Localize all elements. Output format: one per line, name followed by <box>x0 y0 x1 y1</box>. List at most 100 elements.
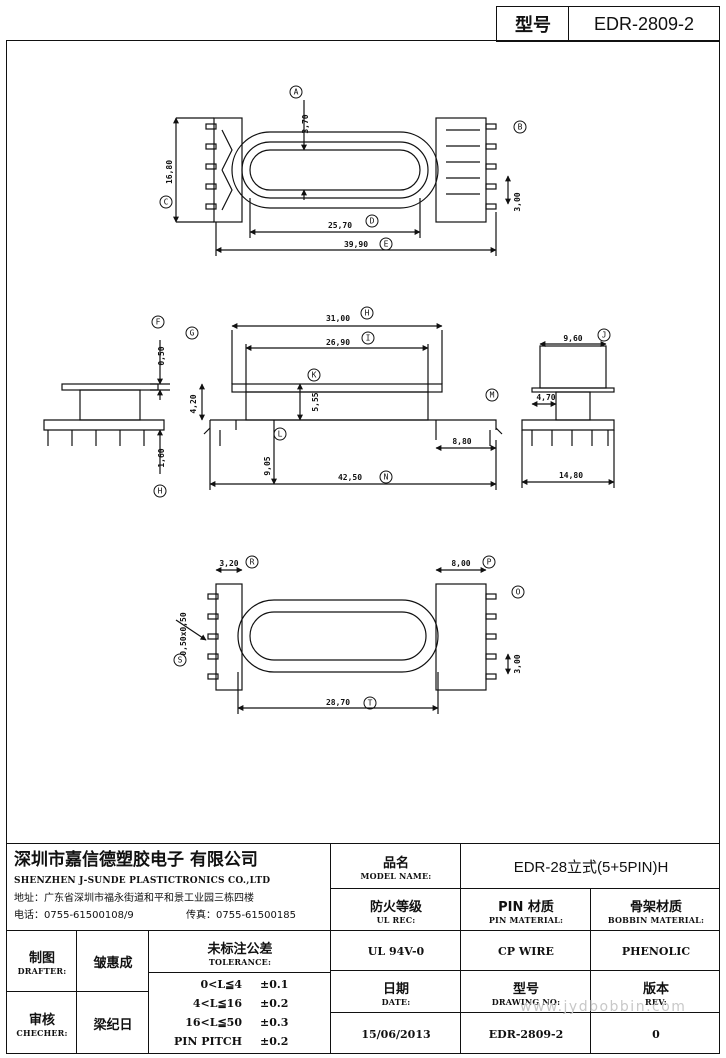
date-label: 日期 DATE: <box>332 972 460 1012</box>
callout-k: K <box>312 371 317 380</box>
rev-label-en: REV: <box>645 996 667 1007</box>
tolerance-label-en: TOLERANCE: <box>208 956 272 967</box>
checker-label: 审核 CHECHER: <box>8 993 76 1053</box>
pin-material-label: PIN 材质 PIN MATERIAL: <box>462 890 590 930</box>
drawing-no-value: EDR-2809-2 <box>488 1027 564 1041</box>
date-value: 15/06/2013 <box>361 1027 431 1041</box>
date-label-en: DATE: <box>381 996 411 1007</box>
technical-drawing: A B C D E F G H I J K L M N O P R S T H … <box>43 85 615 714</box>
dim-n: 42,50 <box>338 473 362 482</box>
title-block-line-6 <box>330 1012 720 1013</box>
header-value: EDR-2809-2 <box>593 13 695 34</box>
callout-i: I <box>366 334 371 343</box>
tolerance-table: 0<L≦4 ±0.1 4<L≦16 ±0.2 16<L≦50 ±0.3 PIN … <box>150 976 330 1052</box>
date-label-cn: 日期 <box>382 981 409 997</box>
ul-rec-label-en: UL REC: <box>376 914 416 925</box>
dim-g: 4,20 <box>189 394 198 413</box>
title-block-vline-1 <box>330 843 331 1054</box>
header-box <box>496 6 720 42</box>
tolerance-value: ±0.1 <box>260 978 289 991</box>
dim-m: 8,80 <box>452 437 471 446</box>
callout-n: N <box>384 473 389 482</box>
dim-l: 9,05 <box>263 456 272 475</box>
tolerance-range: 16<L≦50 <box>185 1016 242 1029</box>
drawing-no-label-cn: 型号 <box>512 981 539 997</box>
pin-material-value: CP WIRE <box>498 944 554 958</box>
title-block-line-3 <box>6 930 720 931</box>
callout-g: G <box>190 329 195 338</box>
checker-label-cn: 审核 <box>28 1012 55 1028</box>
bobbin-material-label-cn: 骨架材质 <box>629 899 682 915</box>
model-name-label-cn: 品名 <box>382 855 409 871</box>
title-block-vline-4 <box>76 930 77 1054</box>
tolerance-row: 0<L≦4 ±0.1 <box>150 976 330 995</box>
dim-i: 26,90 <box>326 338 350 347</box>
callout-e: E <box>384 240 389 249</box>
company-name-cn: 深圳市嘉信德塑胶电子 有限公司 <box>14 850 258 870</box>
title-block-top-line <box>6 843 720 844</box>
title-block-line-4 <box>330 970 720 971</box>
drawing-no-label: 型号 DRAWING NO: <box>462 972 590 1012</box>
callout-j: J <box>602 331 607 340</box>
callout-h2: H <box>158 487 163 496</box>
callout-c: C <box>164 198 169 207</box>
dim-jw: 14,80 <box>559 471 583 480</box>
title-block-line-2 <box>330 888 720 889</box>
callout-r: R <box>250 558 255 567</box>
tolerance-value: ±0.2 <box>260 997 289 1010</box>
dim-d: 25,70 <box>328 221 352 230</box>
callout-h: H <box>365 309 370 318</box>
callout-b: B <box>518 123 523 132</box>
company-fax: 传真：0755-61500185 <box>186 910 296 921</box>
callout-f: F <box>156 318 161 327</box>
dim-p: 8,00 <box>451 559 470 568</box>
tolerance-row: 16<L≦50 ±0.3 <box>150 1014 330 1033</box>
dim-f: 0,50 <box>157 346 166 365</box>
title-block-line-7 <box>148 972 330 973</box>
dim-a: 3,70 <box>301 114 310 133</box>
dim-r: 3,20 <box>219 559 238 568</box>
tolerance-range: 0<L≦4 <box>200 978 242 991</box>
bobbin-material-value: PHENOLIC <box>621 944 691 958</box>
watermark: www.jydbobbin.com <box>520 999 687 1015</box>
bobbin-material-label: 骨架材质 BOBBIN MATERIAL: <box>592 890 720 930</box>
rev-label: 版本 REV: <box>592 972 720 1012</box>
model-name-value: EDR-28立式(5+5PIN)H <box>513 858 669 876</box>
tolerance-value: ±0.3 <box>260 1016 289 1029</box>
tolerance-row: PIN PITCH ±0.2 <box>150 1033 330 1052</box>
dim-jo: 4,70 <box>536 393 555 402</box>
checker-value: 梁纪日 <box>93 1017 133 1033</box>
title-block-vline-2 <box>460 843 461 1054</box>
callout-d: D <box>370 217 375 226</box>
tolerance-row: 4<L≦16 ±0.2 <box>150 995 330 1014</box>
dim-b: 3,00 <box>513 192 522 211</box>
dim-e: 39,90 <box>344 240 368 249</box>
dim-c: 16,80 <box>165 160 174 184</box>
ul-rec-value: UL 94V-0 <box>367 944 425 958</box>
rev-value: 0 <box>652 1027 660 1041</box>
sheet-border <box>6 40 720 1054</box>
drawing-no-label-en: DRAWING NO: <box>491 996 561 1007</box>
tolerance-range: PIN PITCH <box>173 1035 242 1048</box>
drafter-value: 皱惠成 <box>93 955 133 971</box>
callout-p: P <box>487 558 492 567</box>
dim-t: 28,70 <box>326 698 350 707</box>
tolerance-value: ±0.2 <box>260 1035 289 1048</box>
title-block-vline-3 <box>590 888 591 1054</box>
callout-l: L <box>278 430 283 439</box>
pin-material-label-cn: PIN 材质 <box>498 899 554 915</box>
company-address: 地址：广东省深圳市福永街道和平和景工业园三栋四楼 <box>14 893 254 904</box>
callout-t: T <box>368 699 373 708</box>
dim-s: 0,50x0,50 <box>179 612 188 656</box>
header-divider <box>568 6 569 42</box>
title-block-line-5 <box>6 991 148 992</box>
callout-s: S <box>178 656 183 665</box>
model-name-label: 品名 MODEL NAME: <box>332 845 460 887</box>
tolerance-label-cn: 未标注公差 <box>207 941 273 957</box>
dim-fh: 1,60 <box>157 448 166 467</box>
drafter-label-en: DRAFTER: <box>17 965 67 976</box>
dim-o: 3,00 <box>513 654 522 673</box>
company-name-en: SHENZHEN J-SUNDE PLASTICTRONICS CO.,LTD <box>14 876 271 886</box>
ul-rec-label: 防火等级 UL REC: <box>332 890 460 930</box>
